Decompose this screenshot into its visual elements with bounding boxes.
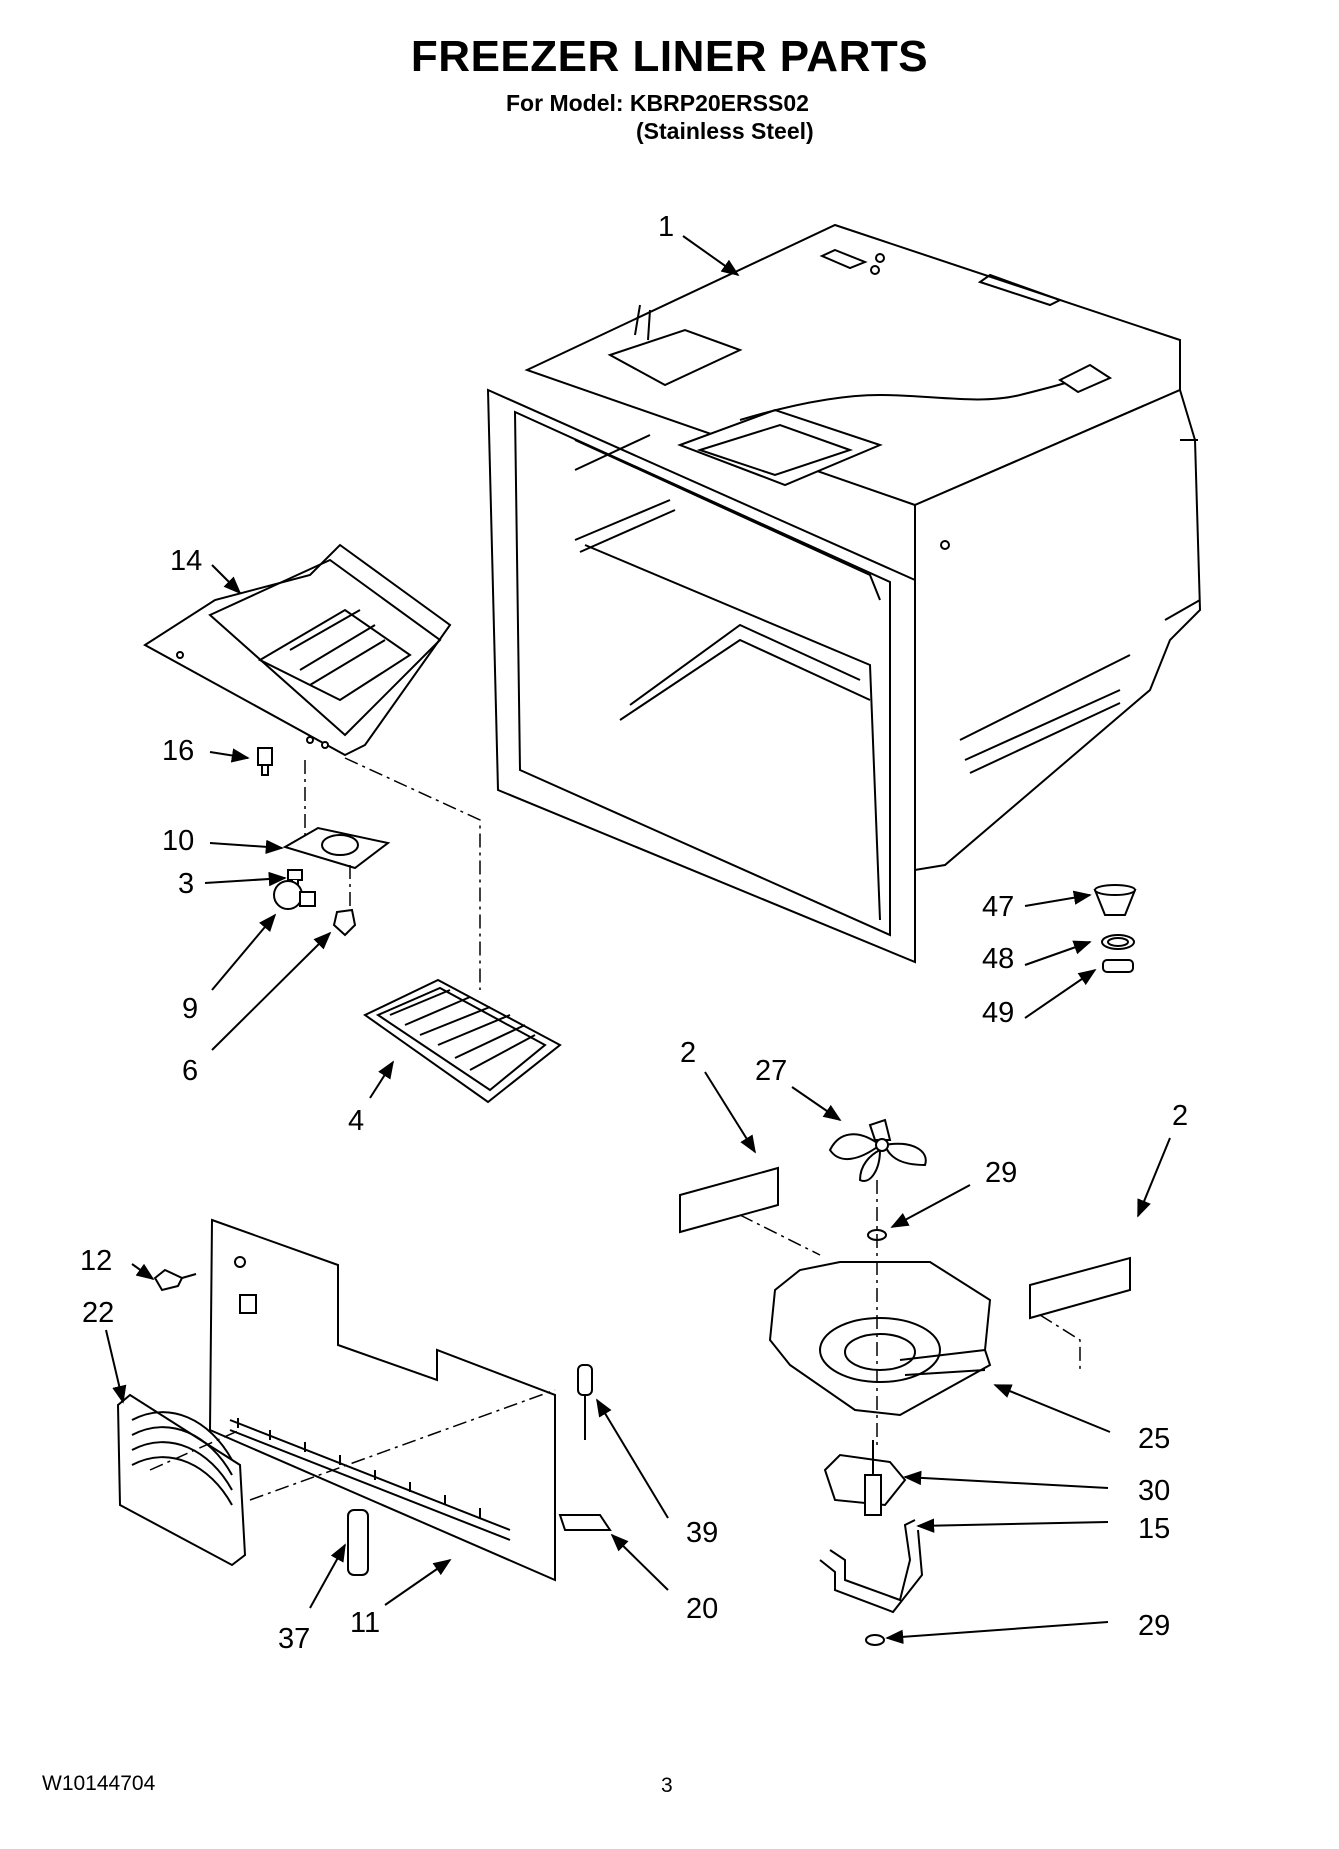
rear-panel-part [208,1218,556,1582]
callout-6: 6 [182,1055,198,1087]
page-title: FREEZER LINER PARTS [410,32,929,81]
callout-39: 39 [686,1517,718,1549]
fan-blade-part [828,1118,927,1182]
sensor-37-part [347,1509,369,1576]
callout-3: 3 [178,868,194,900]
document-number: W10144704 [42,1772,156,1795]
callout-9: 9 [182,993,198,1025]
callout-15: 15 [1138,1513,1170,1545]
callout-2-left: 2 [680,1037,696,1069]
light-shield-part [363,978,562,1104]
seal-strip-part [558,1514,612,1531]
motor-bracket-part [819,1519,924,1614]
mounting-screw-part [153,1268,197,1292]
callout-4: 4 [348,1105,364,1137]
callout-29-top: 29 [985,1157,1017,1189]
callout-30: 30 [1138,1475,1170,1507]
sensor-39-part [577,1364,593,1440]
gasket-left-part [679,1166,779,1234]
callout-27: 27 [755,1055,787,1087]
fan-housing-part [768,1261,992,1417]
light-bulb-part [273,880,316,910]
callout-14: 14 [170,545,202,577]
callout-1: 1 [658,211,674,243]
callout-10: 10 [162,825,194,857]
light-housing-part [282,826,391,870]
callout-16: 16 [162,735,194,767]
air-grille-part [116,1393,247,1567]
freezer-liner-part [486,223,1202,964]
page-number: 3 [661,1774,673,1797]
callout-37: 37 [278,1623,310,1655]
washer-bottom-part [865,1634,885,1646]
model-number: For Model: KBRP20ERSS02 [506,90,809,116]
callout-20: 20 [686,1593,718,1625]
callout-22: 22 [82,1297,114,1329]
callout-11: 11 [350,1607,380,1639]
clip-part [257,747,273,776]
callout-25: 25 [1138,1423,1170,1455]
callout-leaders [105,235,1171,1645]
callout-29-bottom: 29 [1138,1610,1170,1642]
fan-motor-part [823,1440,907,1516]
gasket-right-part [1029,1256,1131,1320]
callout-47: 47 [982,891,1014,923]
damper-parts [1093,884,1137,973]
callout-2-right: 2 [1172,1100,1188,1132]
callout-labels: 1 14 16 10 3 9 6 4 47 48 49 2 27 2 29 12… [80,211,1188,1655]
callout-12: 12 [80,1245,112,1277]
assembly-lines [149,757,1081,1501]
model-variant: (Stainless Steel) [636,118,814,144]
callout-49: 49 [982,997,1014,1029]
callout-48: 48 [982,943,1014,975]
light-socket-part [332,908,357,937]
air-housing-part [143,543,452,757]
